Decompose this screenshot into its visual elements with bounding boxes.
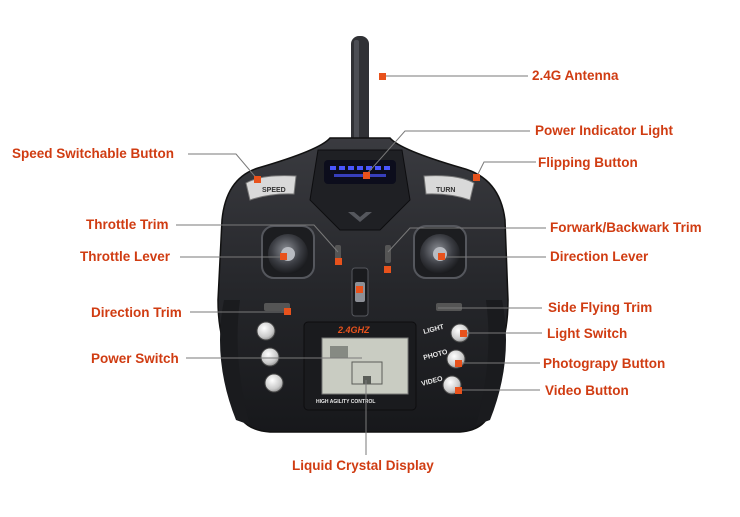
label-power-indicator: Power Indicator Light — [535, 123, 674, 138]
direction-lever[interactable] — [413, 225, 467, 279]
left-button-3[interactable] — [264, 373, 284, 393]
label-side-flying-trim: Side Flying Trim — [548, 300, 653, 315]
label-direction-lever: Direction Lever — [550, 249, 649, 264]
marker-throttle-lever — [280, 253, 287, 260]
label-power-switch: Power Switch — [91, 351, 179, 366]
marker-direction-lever — [438, 253, 445, 260]
turn-text: TURN — [436, 187, 455, 194]
marker-power-switch — [356, 286, 363, 293]
marker-direction-trim — [284, 308, 291, 315]
marker-throttle-trim — [335, 258, 342, 265]
direction-trim[interactable] — [264, 303, 290, 311]
marker-fwd-bwd-trim — [384, 266, 391, 273]
label-photo-button: Photograpy Button — [543, 356, 666, 371]
left-buttons — [256, 321, 284, 393]
marker-speed — [254, 176, 261, 183]
left-button-1[interactable] — [256, 321, 276, 341]
label-speed-button: Speed Switchable Button — [12, 146, 175, 161]
marker-light — [460, 330, 467, 337]
marker-antenna — [379, 73, 386, 80]
label-antenna: 2.4G Antenna — [532, 68, 619, 83]
marker-photo — [455, 360, 462, 367]
leader-lines — [176, 75, 546, 455]
control-text: HIGH AGILITY CONTROL — [316, 399, 375, 405]
label-throttle-lever: Throttle Lever — [80, 249, 171, 264]
frequency-text: 2.4GHZ — [337, 325, 370, 335]
side-flying-trim[interactable] — [436, 303, 462, 311]
label-light-switch: Light Switch — [547, 326, 628, 341]
marker-flipping — [473, 174, 480, 181]
label-direction-trim: Direction Trim — [91, 305, 182, 320]
marker-power-indicator — [363, 172, 370, 179]
liquid-crystal-display: 2.4GHZ HIGH AGILITY CONTROL — [303, 321, 417, 411]
marker-video — [455, 387, 462, 394]
left-button-2[interactable] — [260, 347, 280, 367]
label-throttle-trim: Throttle Trim — [86, 217, 169, 232]
speed-text: SPEED — [262, 187, 286, 194]
forward-backward-trim[interactable] — [385, 245, 391, 263]
label-lcd: Liquid Crystal Display — [292, 458, 434, 473]
throttle-lever[interactable] — [261, 225, 315, 279]
label-fwd-bwd-trim: Forwark/Backwark Trim — [550, 220, 702, 235]
label-flipping-button: Flipping Button — [538, 155, 638, 170]
label-video-button: Video Button — [545, 383, 629, 398]
flipping-button[interactable]: TURN — [423, 175, 475, 201]
power-indicator-light — [324, 160, 396, 184]
callout-markers — [254, 73, 480, 394]
